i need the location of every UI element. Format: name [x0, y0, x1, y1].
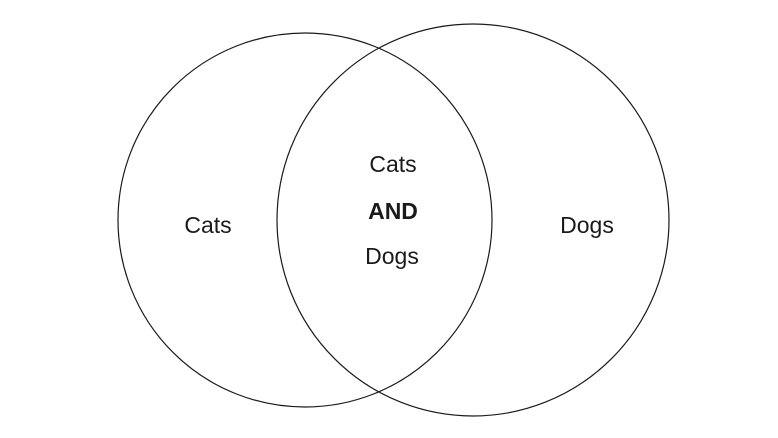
- right-set-label: Dogs: [560, 212, 614, 238]
- intersection-label-line1: Cats: [369, 151, 416, 177]
- left-set-label: Cats: [184, 212, 231, 238]
- intersection-label-line3: Dogs: [365, 243, 419, 269]
- intersection-label-line2: AND: [368, 198, 418, 224]
- left-circle: [117, 32, 493, 408]
- right-circle: [276, 23, 670, 417]
